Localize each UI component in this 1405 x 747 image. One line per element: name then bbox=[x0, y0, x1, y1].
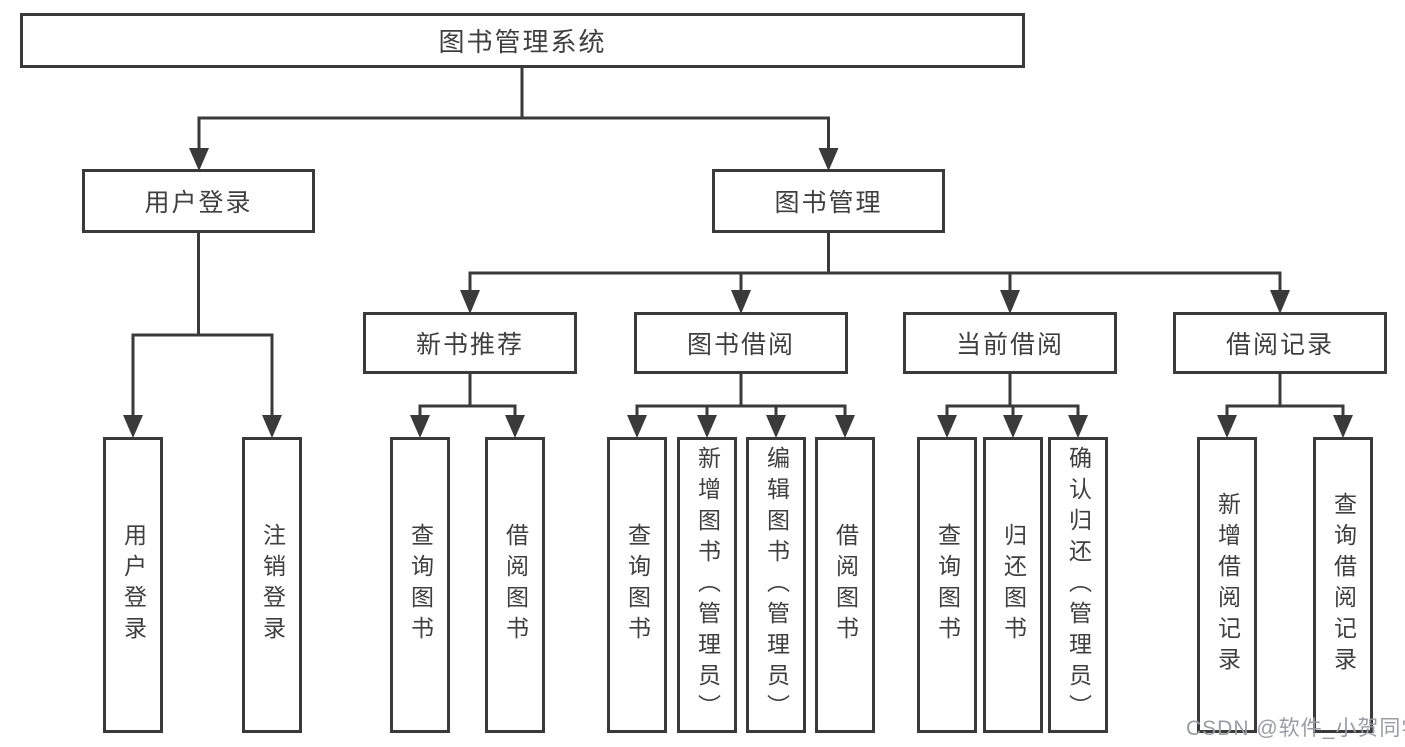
leaf-user-login: 用户登录 bbox=[103, 437, 163, 733]
node-current-borrow: 当前借阅 bbox=[903, 312, 1117, 374]
leaf-return-books: 归还图书 bbox=[983, 437, 1043, 733]
leaf-edit-books-admin: 编辑图书（管理员） bbox=[746, 437, 806, 733]
connector-management-to-level3 bbox=[460, 233, 1290, 314]
connector-login-to-leaves bbox=[123, 233, 282, 438]
leaf-add-borrow-record-label: 新增借阅记录 bbox=[1214, 492, 1241, 678]
leaf-confirm-return-admin: 确认归还（管理员） bbox=[1048, 437, 1108, 733]
leaf-edit-books-admin-label: 编辑图书（管理员） bbox=[763, 445, 790, 725]
node-borrow-records-label: 借阅记录 bbox=[1225, 331, 1334, 359]
leaf-query-books-recommend: 查询图书 bbox=[390, 437, 450, 733]
node-borrow-records: 借阅记录 bbox=[1173, 312, 1387, 374]
leaf-logout-label: 注销登录 bbox=[259, 523, 286, 647]
leaf-borrow-books-label: 借阅图书 bbox=[832, 523, 859, 647]
connector-records-to-leaves bbox=[1217, 374, 1353, 438]
leaf-add-books-admin-label: 新增图书（管理员） bbox=[694, 445, 721, 725]
node-current-borrow-label: 当前借阅 bbox=[955, 331, 1064, 359]
connector-current-to-leaves bbox=[937, 374, 1088, 438]
leaf-query-borrow-record: 查询借阅记录 bbox=[1313, 437, 1373, 733]
node-user-login: 用户登录 bbox=[82, 169, 315, 233]
leaf-borrow-books-recommend: 借阅图书 bbox=[485, 437, 545, 733]
connector-root-to-level2 bbox=[189, 68, 839, 171]
node-book-management-label: 图书管理 bbox=[774, 189, 883, 217]
node-new-book-recommend: 新书推荐 bbox=[363, 312, 577, 374]
csdn-watermark: CSDN @软件_小贺同学 bbox=[1186, 717, 1405, 740]
leaf-query-books-recommend-label: 查询图书 bbox=[407, 523, 434, 647]
node-book-management: 图书管理 bbox=[712, 169, 945, 233]
node-new-book-recommend-label: 新书推荐 bbox=[415, 331, 524, 359]
node-book-borrow: 图书借阅 bbox=[634, 312, 848, 374]
leaf-return-books-label: 归还图书 bbox=[1000, 523, 1027, 647]
leaf-borrow-books-recommend-label: 借阅图书 bbox=[502, 523, 529, 647]
leaf-query-books-borrow: 查询图书 bbox=[607, 437, 667, 733]
leaf-query-borrow-record-label: 查询借阅记录 bbox=[1330, 492, 1357, 678]
leaf-logout: 注销登录 bbox=[242, 437, 302, 733]
connector-newbooks-to-leaves bbox=[410, 374, 525, 438]
leaf-user-login-label: 用户登录 bbox=[120, 523, 147, 647]
node-root-label: 图书管理系统 bbox=[438, 27, 607, 57]
node-book-borrow-label: 图书借阅 bbox=[686, 331, 795, 359]
leaf-query-books-borrow-label: 查询图书 bbox=[624, 523, 651, 647]
node-root-system: 图书管理系统 bbox=[20, 13, 1025, 68]
leaf-add-books-admin: 新增图书（管理员） bbox=[677, 437, 737, 733]
leaf-add-borrow-record: 新增借阅记录 bbox=[1197, 437, 1257, 733]
leaf-confirm-return-admin-label: 确认归还（管理员） bbox=[1065, 445, 1092, 725]
connector-borrow-to-leaves bbox=[627, 374, 855, 438]
node-user-login-label: 用户登录 bbox=[144, 189, 253, 217]
leaf-borrow-books: 借阅图书 bbox=[815, 437, 875, 733]
leaf-query-books-current-label: 查询图书 bbox=[934, 523, 961, 647]
leaf-query-books-current: 查询图书 bbox=[917, 437, 977, 733]
